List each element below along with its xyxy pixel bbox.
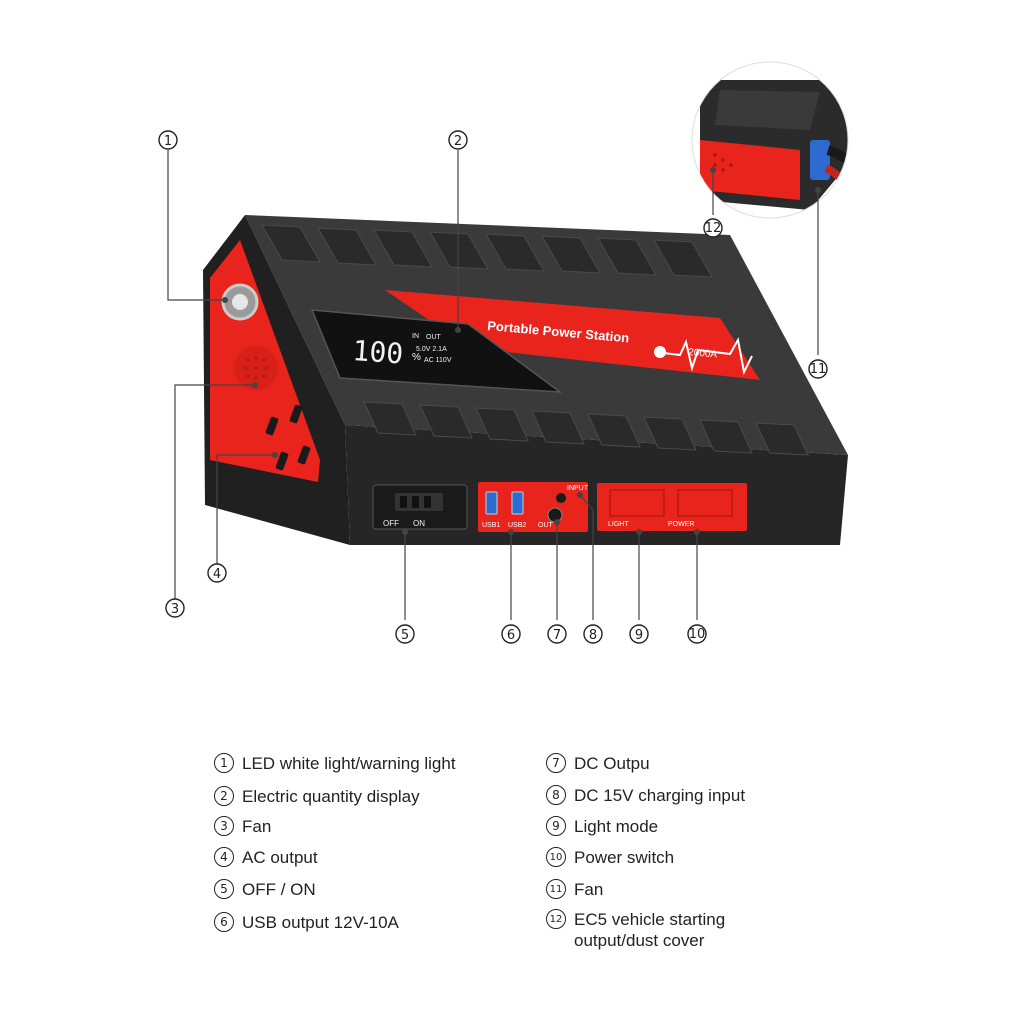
usb1-port[interactable] [485,491,498,515]
legend-item: 4 AC output [214,847,318,868]
legend-item: 7 DC Outpu [546,753,650,774]
legend-number: 4 [214,847,234,867]
legend-number: 3 [214,816,234,836]
side-fan-grille [234,346,278,390]
callout-6: 6 [507,628,515,643]
legend-number: 9 [546,816,566,836]
legend-number: 2 [214,786,234,806]
callout-7: 7 [553,628,561,643]
brand-strip [385,290,760,380]
light-button[interactable] [609,489,665,517]
callout-12: 12 [705,221,722,236]
usb2-port[interactable] [511,491,524,515]
legend-number: 5 [214,879,234,899]
dc-input-port[interactable] [556,493,566,503]
legend-item: 8 DC 15V charging input [546,785,745,806]
power-button[interactable] [677,489,733,517]
display-digits: 100 [352,334,405,370]
power-switch-panel[interactable]: OFF ON [372,484,468,530]
display-percent: % [412,352,421,363]
legend-item: 11 Fan [546,879,603,900]
callout-5: 5 [401,628,409,643]
ac-outlets[interactable] [265,404,311,471]
callout-3: 3 [171,602,179,617]
display-in-label: IN [412,333,419,340]
legend-number: 12 [546,909,566,929]
port-usb1-label: USB1 [482,522,500,529]
switch-on-label: ON [413,519,425,528]
legend-number: 7 [546,753,566,773]
power-station-body: Portable Power Station 2000A 100 % IN OU… [203,215,848,545]
btn-power-label: POWER [668,521,694,528]
display-ac-out: AC 110V [424,357,452,364]
button-panel: LIGHT POWER [597,483,747,531]
callout-9: 9 [635,628,643,643]
btn-light-label: LIGHT [608,521,629,528]
legend-text: DC 15V charging input [574,786,746,805]
legend-text: Light mode [574,817,659,836]
led-light[interactable] [221,283,259,321]
port-out-label: OUT [538,522,554,529]
legend-item: 12 EC5 vehicle starting output/dust cove… [546,909,725,951]
legend-text: AC output [242,848,318,867]
switch-off-label: OFF [383,519,399,528]
port-usb2-label: USB2 [508,522,526,529]
callout-10: 10 [689,627,706,642]
peak-label: 2000A [688,347,718,361]
legend-text: LED white light/warning light [242,754,456,773]
callout-1: 1 [164,134,172,149]
legend-item: 10 Power switch [546,847,674,868]
legend-number: 1 [214,753,234,773]
legend-text: Power switch [574,848,675,867]
display-out-label: OUT [426,334,442,341]
legend-text: Electric quantity display [242,787,420,806]
port-input-label: INPUT [567,485,589,492]
quantity-display: 100 % IN OUT 5.0V 2.1A AC 110V [310,309,563,393]
legend-number: 10 [546,847,566,867]
callout-markers [158,130,828,644]
callout-8: 8 [589,628,597,643]
callout-numbers: 1 2 3 4 5 6 7 8 9 10 11 12 [164,134,826,643]
legend-item: 3 Fan [214,816,271,837]
callout-lines [167,150,819,620]
legend-number: 8 [546,785,566,805]
port-panel: USB1 USB2 OUT INPUT [478,482,589,532]
callout-4: 4 [213,567,221,582]
legend-number: 11 [546,879,566,899]
legend-item: 5 OFF / ON [214,879,316,900]
ec5-inset [691,61,849,219]
callout-11: 11 [810,362,827,377]
legend-item: 2 Electric quantity display [214,786,420,807]
legend-text: Fan [242,817,272,836]
legend-number: 6 [214,912,234,932]
legend-text: EC5 vehicle starting output/dust cover [574,910,726,950]
callout-2: 2 [454,134,462,149]
legend-text: OFF / ON [242,880,316,899]
legend-item: 1 LED white light/warning light [214,753,456,774]
legend-text: DC Outpu [574,754,650,773]
display-usb-out: 5.0V 2.1A [416,346,447,353]
callout-dots [222,167,821,535]
legend-item: 9 Light mode [546,816,658,837]
legend-item: 6 USB output 12V-10A [214,912,399,933]
legend-text: USB output 12V-10A [242,913,399,932]
legend-text: Fan [574,880,604,899]
